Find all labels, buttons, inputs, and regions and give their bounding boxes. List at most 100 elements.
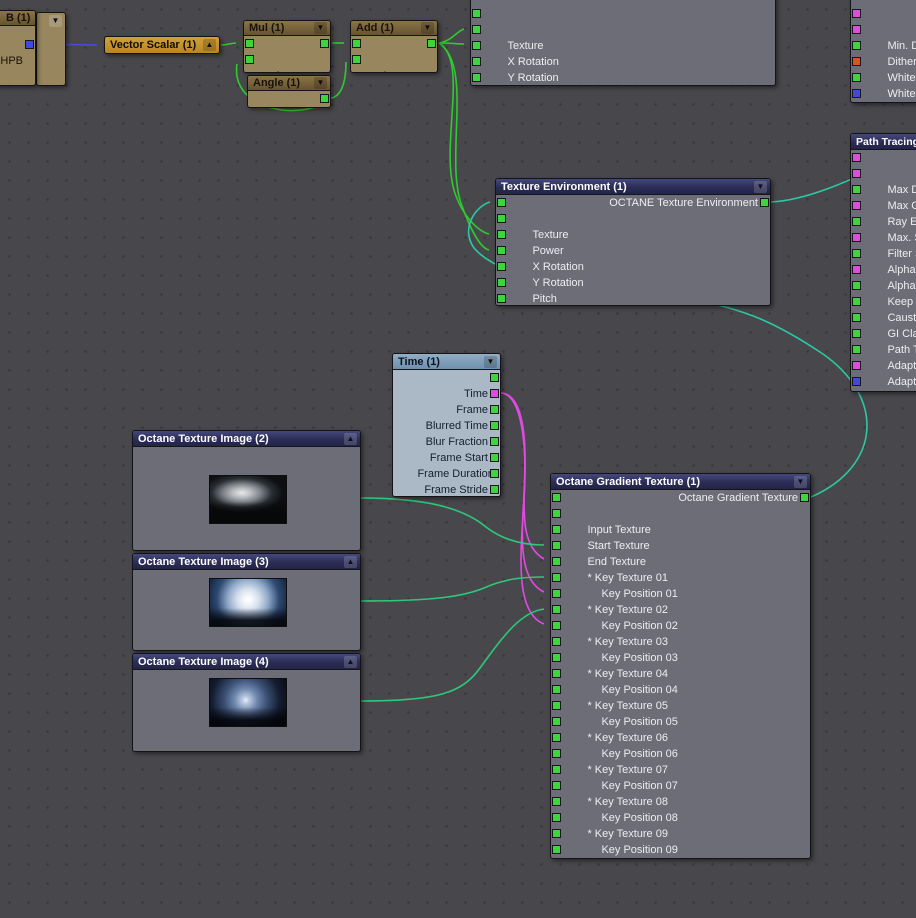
wire-add-to-texenv-y-rotation[interactable] bbox=[438, 42, 490, 251]
node-header[interactable]: Path Tracing bbox=[851, 134, 916, 150]
chevron-down-icon[interactable]: ▼ bbox=[754, 180, 767, 193]
input-port[interactable] bbox=[552, 733, 561, 742]
node-header[interactable]: B (1) bbox=[0, 11, 35, 26]
input-port[interactable] bbox=[852, 345, 861, 354]
input-port[interactable] bbox=[552, 621, 561, 630]
chevron-up-icon[interactable]: ▲ bbox=[203, 39, 216, 51]
node-octane-texture-image-4[interactable]: Octane Texture Image (4) ▲ bbox=[132, 653, 361, 752]
output-port[interactable] bbox=[490, 373, 499, 382]
input-port[interactable] bbox=[852, 89, 861, 98]
wire-gradient-output-to-texenv-texture[interactable] bbox=[467, 201, 868, 498]
input-port[interactable] bbox=[852, 185, 861, 194]
input-port[interactable] bbox=[852, 249, 861, 258]
wire-angle-to-add-b[interactable] bbox=[330, 61, 347, 99]
node-header[interactable]: Octane Texture Image (4) ▲ bbox=[133, 654, 360, 670]
wire-add-to-env-y-rotation[interactable] bbox=[438, 42, 465, 45]
input-port[interactable] bbox=[852, 361, 861, 370]
input-port[interactable] bbox=[852, 153, 861, 162]
input-port[interactable] bbox=[852, 169, 861, 178]
input-port[interactable] bbox=[852, 201, 861, 210]
input-port[interactable] bbox=[497, 294, 506, 303]
node-header[interactable]: Add (1) ▼ bbox=[351, 21, 437, 36]
output-port-result[interactable] bbox=[427, 39, 436, 48]
input-port-a[interactable] bbox=[245, 39, 254, 48]
input-port[interactable] bbox=[497, 198, 506, 207]
node-header[interactable]: Octane Texture Image (2) ▲ bbox=[133, 431, 360, 447]
chevron-down-icon[interactable]: ▼ bbox=[794, 475, 807, 488]
chevron-up-icon[interactable]: ▲ bbox=[344, 555, 357, 568]
input-port[interactable] bbox=[552, 701, 561, 710]
chevron-down-icon[interactable]: ▼ bbox=[484, 355, 497, 368]
input-port[interactable] bbox=[552, 765, 561, 774]
input-port[interactable] bbox=[552, 637, 561, 646]
input-port[interactable] bbox=[852, 233, 861, 242]
input-port[interactable] bbox=[852, 25, 861, 34]
node-partial-brown[interactable]: ▼ bbox=[36, 12, 66, 86]
input-port[interactable] bbox=[852, 57, 861, 66]
node-header[interactable]: Octane Texture Image (3) ▲ bbox=[133, 554, 360, 570]
chevron-up-icon[interactable]: ▲ bbox=[344, 432, 357, 445]
input-port[interactable] bbox=[552, 717, 561, 726]
chevron-down-icon[interactable]: ▼ bbox=[49, 15, 62, 27]
node-octane-texture-image-2[interactable]: Octane Texture Image (2) ▲ bbox=[132, 430, 361, 551]
node-header[interactable]: Texture Environment (1) ▼ bbox=[496, 179, 770, 195]
input-port[interactable] bbox=[852, 217, 861, 226]
node-header[interactable]: Angle (1) ▼ bbox=[248, 76, 330, 91]
input-port[interactable] bbox=[852, 9, 861, 18]
texture-thumbnail-bright-clouds[interactable] bbox=[209, 578, 287, 627]
output-port-result[interactable] bbox=[320, 39, 329, 48]
output-port-texture-environment[interactable] bbox=[760, 198, 769, 207]
output-port[interactable] bbox=[490, 437, 499, 446]
input-port[interactable] bbox=[472, 9, 481, 18]
node-add[interactable]: Add (1) ▼ A Result B bbox=[350, 20, 438, 73]
input-port[interactable] bbox=[552, 605, 561, 614]
texture-thumbnail-night-clouds[interactable] bbox=[209, 678, 287, 727]
node-header[interactable]: Mul (1) ▼ bbox=[244, 21, 330, 36]
output-port[interactable] bbox=[490, 389, 499, 398]
node-kernel-settings-partial[interactable]: Min. Displ Dithering White Sat White Bal… bbox=[850, 0, 916, 103]
output-port[interactable] bbox=[490, 485, 499, 494]
node-path-tracing[interactable]: Path Tracing Max Diffus Max Gloss Ray Ep… bbox=[850, 133, 916, 392]
output-port-gradient-texture[interactable] bbox=[800, 493, 809, 502]
input-port[interactable] bbox=[552, 589, 561, 598]
input-port[interactable] bbox=[852, 265, 861, 274]
input-port[interactable] bbox=[552, 669, 561, 678]
chevron-down-icon[interactable]: ▼ bbox=[314, 22, 327, 34]
node-header[interactable]: Time (1) ▼ bbox=[393, 354, 500, 370]
node-vector-scalar[interactable]: Vector Scalar (1) ▲ bbox=[104, 36, 220, 54]
input-port[interactable] bbox=[472, 41, 481, 50]
input-port-b[interactable] bbox=[352, 55, 361, 64]
input-port[interactable] bbox=[552, 493, 561, 502]
output-port[interactable] bbox=[490, 421, 499, 430]
input-port[interactable] bbox=[552, 749, 561, 758]
input-port[interactable] bbox=[497, 246, 506, 255]
wire-vector-scalar-to-mul-a[interactable] bbox=[220, 42, 237, 46]
node-hpb[interactable]: B (1) HPB d bbox=[0, 10, 36, 86]
input-port[interactable] bbox=[497, 214, 506, 223]
input-port[interactable] bbox=[552, 845, 561, 854]
node-environment-partial[interactable]: Texture X Rotation Y Rotation Medium Med… bbox=[470, 0, 776, 86]
input-port[interactable] bbox=[852, 313, 861, 322]
chevron-down-icon[interactable]: ▼ bbox=[421, 22, 434, 34]
input-port-a[interactable] bbox=[352, 39, 361, 48]
input-port[interactable] bbox=[852, 73, 861, 82]
output-port-hpb[interactable] bbox=[25, 40, 34, 49]
input-port[interactable] bbox=[497, 262, 506, 271]
chevron-up-icon[interactable]: ▲ bbox=[344, 655, 357, 668]
input-port[interactable] bbox=[852, 377, 861, 386]
input-port[interactable] bbox=[552, 781, 561, 790]
node-texture-environment[interactable]: Texture Environment (1) ▼ Texture Power … bbox=[495, 178, 771, 306]
wire-image3-to-key-texture-02[interactable] bbox=[360, 576, 545, 602]
input-port[interactable] bbox=[552, 797, 561, 806]
input-port[interactable] bbox=[497, 278, 506, 287]
chevron-down-icon[interactable]: ▼ bbox=[314, 77, 327, 89]
input-port[interactable] bbox=[472, 57, 481, 66]
wire-image4-to-key-texture-03[interactable] bbox=[360, 608, 545, 702]
output-port[interactable] bbox=[490, 405, 499, 414]
input-port[interactable] bbox=[552, 573, 561, 582]
input-port-b[interactable] bbox=[245, 55, 254, 64]
wire-time-frame-to-key-position-03[interactable] bbox=[500, 392, 545, 625]
output-port[interactable] bbox=[490, 453, 499, 462]
input-port[interactable] bbox=[552, 829, 561, 838]
